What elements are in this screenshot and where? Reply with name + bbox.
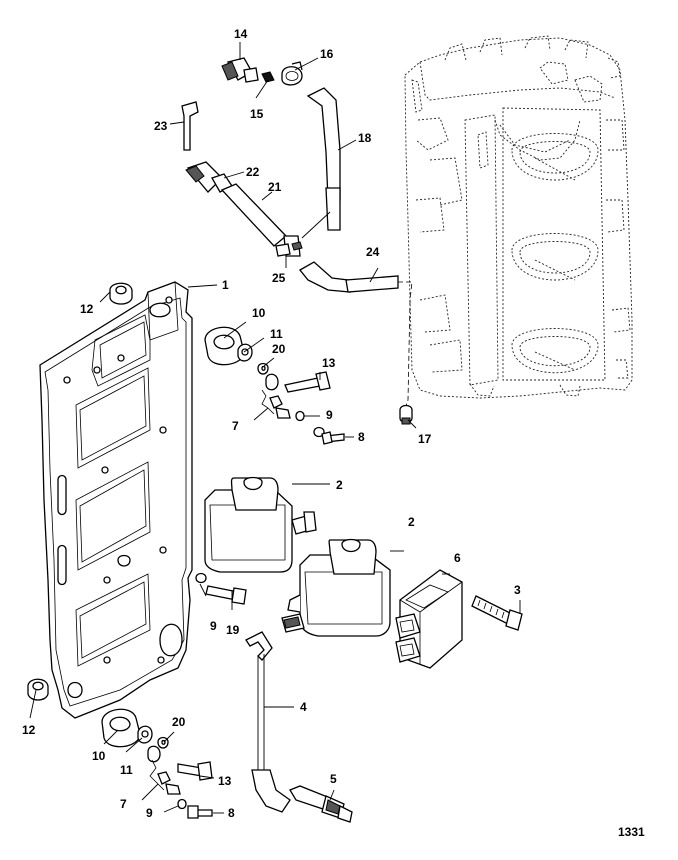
- callout-9-middle: 9: [210, 619, 217, 633]
- callout-1: 1: [222, 278, 229, 292]
- callout-21: 21: [268, 180, 282, 194]
- callout-11-lower: 11: [120, 763, 133, 777]
- part-3-bolt: [471, 595, 523, 631]
- callout-6: 6: [454, 551, 461, 565]
- part-12-grommet: [27, 282, 133, 701]
- part-2-ignition-coil-upper: [204, 476, 317, 573]
- callout-9-upper: 9: [326, 408, 333, 422]
- callout-8-upper: 8: [358, 430, 365, 444]
- callout-10-lower: 10: [92, 749, 106, 763]
- callout-7-upper: 7: [232, 419, 239, 433]
- part-2-ignition-coil-lower: [281, 538, 391, 637]
- hardware-upper: [257, 362, 345, 445]
- callout-labels: 1 2 2 3 4 5 6 7 7 8 8 9 9 9 10 10 11 11 …: [22, 27, 645, 839]
- callout-10-upper: 10: [252, 306, 266, 320]
- part-1-mounting-plate: [39, 281, 193, 719]
- callout-7-lower: 7: [120, 797, 127, 811]
- callout-3: 3: [514, 583, 521, 597]
- part-6-connector-module: [395, 569, 463, 669]
- callout-14: 14: [234, 27, 248, 41]
- callout-4: 4: [300, 700, 307, 714]
- callout-5: 5: [330, 772, 337, 786]
- part-5-sensor: [289, 785, 353, 823]
- callout-16: 16: [320, 47, 334, 61]
- callout-8-lower: 8: [228, 806, 235, 820]
- callout-12-upper: 12: [80, 302, 94, 316]
- figure-number: 1331: [618, 825, 645, 839]
- part-17-fitting: [399, 404, 413, 425]
- callout-24: 24: [366, 245, 380, 259]
- callout-18: 18: [358, 131, 372, 145]
- callout-13-upper: 13: [322, 356, 336, 370]
- callout-25: 25: [272, 271, 286, 285]
- callout-22: 22: [246, 165, 260, 179]
- callout-20-upper: 20: [272, 342, 286, 356]
- callout-2-lower: 2: [408, 515, 415, 529]
- callout-9-lower: 9: [146, 806, 153, 820]
- hose-assembly: [181, 57, 413, 407]
- callout-20-lower: 20: [172, 715, 186, 729]
- hardware-lower: [147, 736, 213, 819]
- part-4-spark-plug-lead: [245, 631, 291, 813]
- callout-17: 17: [418, 432, 432, 446]
- callout-12-lower: 12: [22, 723, 36, 737]
- callout-23: 23: [154, 119, 168, 133]
- leader-lines: [29, 42, 521, 814]
- callout-19: 19: [226, 623, 240, 637]
- part-10-11-spacer-lower: [101, 708, 153, 748]
- engine-block: [404, 35, 633, 399]
- callout-2-upper: 2: [336, 478, 343, 492]
- callout-15: 15: [250, 107, 264, 121]
- part-19-bolt: [195, 572, 247, 605]
- callout-13-lower: 13: [218, 774, 232, 788]
- callout-11-upper: 11: [270, 327, 283, 341]
- part-10-11-spacer-upper: [204, 326, 253, 366]
